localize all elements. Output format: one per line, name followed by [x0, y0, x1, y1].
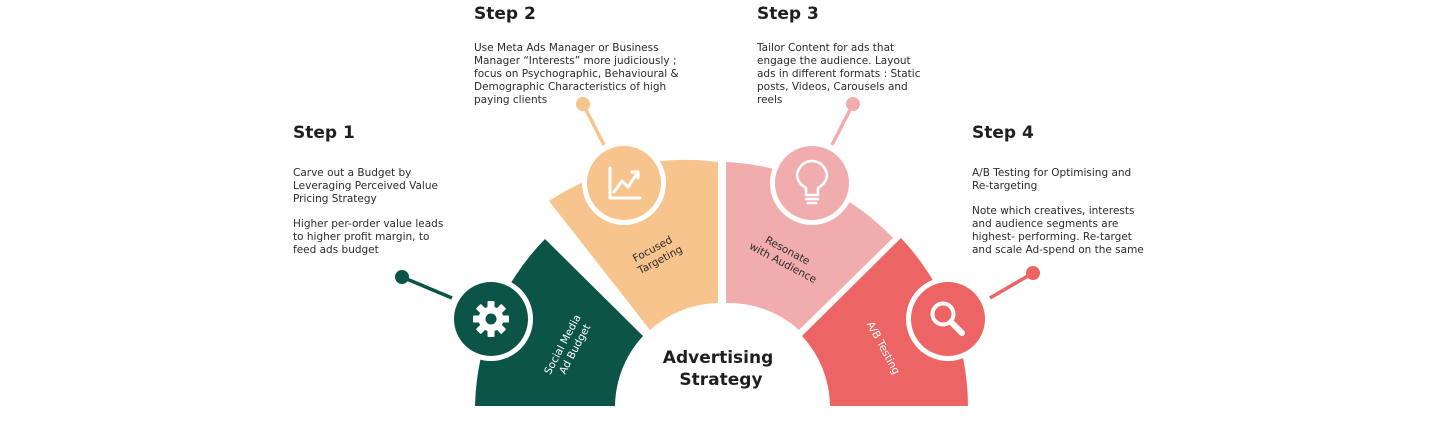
step-4-paragraph-1: A/B Testing for Optimising and Re-target…	[972, 167, 1132, 192]
step-4-title: Step 4	[972, 123, 1034, 143]
lightbulb-icon	[795, 159, 829, 205]
trend-chart-icon	[608, 166, 642, 200]
connector-step-1	[401, 275, 453, 300]
icon-badge-step-4	[911, 282, 985, 356]
step-2-paragraph-1: Use Meta Ads Manager or Business Manager…	[474, 42, 679, 106]
step-4-paragraph-2: Note which creatives, interests and audi…	[972, 205, 1144, 256]
icon-badge-step-3	[775, 146, 849, 220]
center-title: Advertising Strategy	[663, 348, 779, 390]
connector-step-2	[581, 103, 606, 146]
step-1-paragraph-1: Carve out a Budget by Leveraging Perceiv…	[293, 167, 438, 205]
step-1-title: Step 1	[293, 123, 355, 143]
gear-icon	[473, 301, 509, 337]
connector-step-4	[989, 271, 1034, 300]
segment-step-3	[726, 162, 893, 330]
step-3-paragraph-1: Tailor Content for ads that engage the a…	[757, 42, 921, 106]
segment-step-1	[475, 239, 643, 406]
connector-dot-step-3	[846, 97, 860, 111]
step-2-title: Step 2	[474, 4, 536, 24]
step-3-description: Tailor Content for ads that engage the a…	[757, 42, 925, 107]
connector-dot-step-1	[395, 270, 409, 284]
connector-dot-step-2	[576, 97, 590, 111]
magnifier-icon	[930, 301, 965, 336]
step-1-paragraph-2: Higher per-order value leads to higher p…	[293, 218, 444, 256]
step-3-title: Step 3	[757, 4, 819, 24]
step-4-description: A/B Testing for Optimising and Re-target…	[972, 167, 1150, 257]
step-1-description: Carve out a Budget by Leveraging Perceiv…	[293, 167, 453, 257]
connector-dot-step-4	[1026, 266, 1040, 280]
step-2-description: Use Meta Ads Manager or Business Manager…	[474, 42, 684, 107]
connector-step-3	[830, 103, 855, 146]
segment-step-4	[802, 238, 968, 406]
